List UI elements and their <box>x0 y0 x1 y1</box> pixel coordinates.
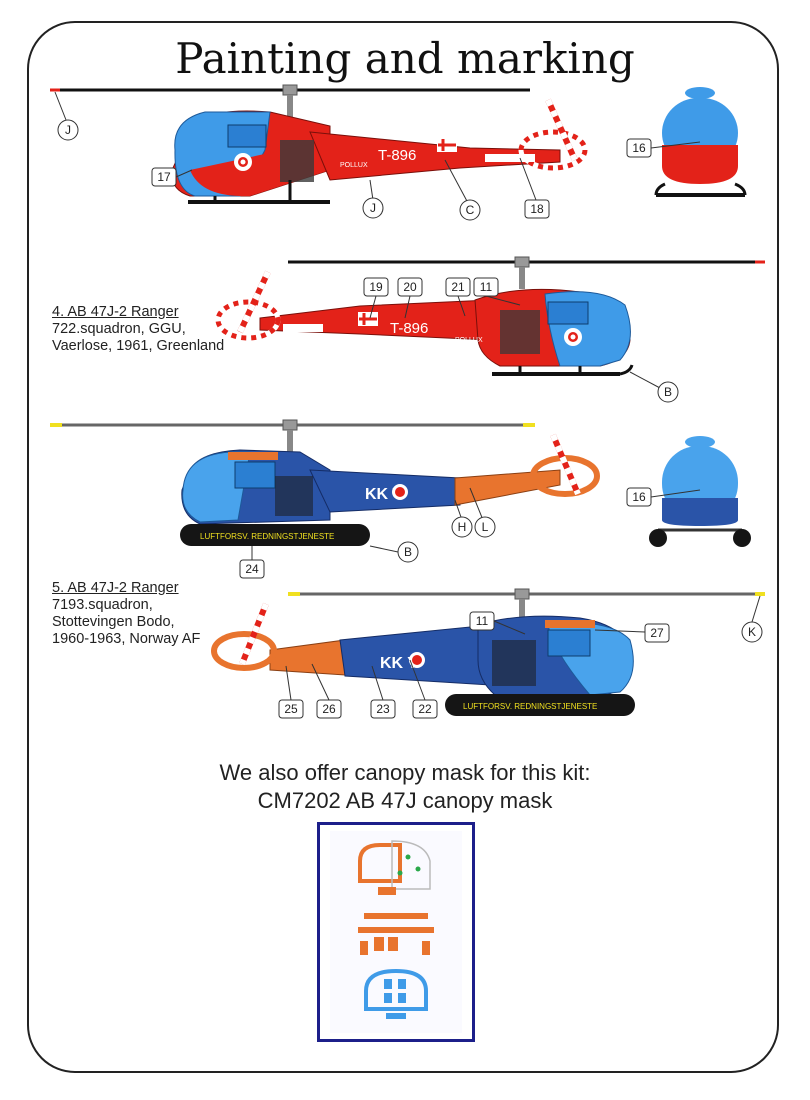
page-title: Painting and marking <box>175 34 635 83</box>
helicopter-3-side-view: KK Y LUFTFORSV. REDNINGSTJENESTE <box>50 419 600 546</box>
svg-text:20: 20 <box>403 280 417 294</box>
svg-text:16: 16 <box>632 141 646 155</box>
callout-26: 26 <box>316 699 342 719</box>
callout-27: 27 <box>644 623 670 643</box>
helicopter-1-front-view <box>654 87 747 197</box>
callouts: J J C B H L B K 17 18 16 19 20 21 11 16 … <box>54 91 763 719</box>
callout-24: 24 <box>239 559 265 579</box>
callout-h: H <box>451 516 473 538</box>
svg-text:J: J <box>65 123 71 137</box>
scheme-5-line-3: 1960-1963, Norway AF <box>52 631 201 647</box>
svg-text:26: 26 <box>322 702 336 716</box>
callout-25: 25 <box>278 699 304 719</box>
scheme-5-line-1: 7193.squadron, <box>52 597 153 613</box>
helicopter-4-serial: KK Y <box>380 655 418 672</box>
helicopter-2-side-view: T-896 POLLUX <box>215 256 765 376</box>
helicopter-1-side-text: POLLUX <box>340 162 368 169</box>
svg-text:16: 16 <box>632 490 646 504</box>
scheme-4-line-2: Vaerlose, 1961, Greenland <box>52 338 225 354</box>
svg-text:23: 23 <box>376 702 390 716</box>
svg-text:18: 18 <box>530 202 544 216</box>
svg-text:21: 21 <box>451 280 465 294</box>
helicopter-3-front-view <box>649 436 751 547</box>
svg-text:27: 27 <box>650 626 664 640</box>
offer-line-1: We also offer canopy mask for this kit: <box>219 760 591 785</box>
helicopter-1-side-view: POLLUX T-896 <box>50 84 588 204</box>
scheme-5-name: 5. AB 47J-2 Ranger <box>52 580 179 596</box>
svg-text:25: 25 <box>284 702 298 716</box>
callout-b-1: B <box>657 381 679 403</box>
callout-c: C <box>459 199 481 221</box>
callout-l: L <box>474 516 496 538</box>
svg-text:19: 19 <box>369 280 383 294</box>
svg-text:J: J <box>370 201 376 215</box>
scheme-5-line-2: Stottevingen Bodo, <box>52 614 175 630</box>
svg-text:11: 11 <box>476 614 489 628</box>
svg-text:B: B <box>664 385 672 399</box>
offer-line-2: CM7202 AB 47J canopy mask <box>257 788 553 813</box>
scheme-5-caption: 5. AB 47J-2 Ranger 7193.squadron, Stotte… <box>52 580 200 648</box>
svg-text:C: C <box>466 203 475 217</box>
svg-text:24: 24 <box>245 562 259 576</box>
helicopter-4-float-text: LUFTFORSV. REDNINGSTJENESTE <box>463 702 597 711</box>
callout-17: 17 <box>151 167 177 187</box>
callout-23: 23 <box>370 699 396 719</box>
callout-16-a: 16 <box>626 138 652 158</box>
helicopter-1-serial: T-896 <box>378 147 416 164</box>
callout-k: K <box>741 621 763 643</box>
canopy-mask-drawing <box>358 840 434 1019</box>
callout-j-body: J <box>362 197 384 219</box>
helicopter-2-side-text: POLLUX <box>455 337 483 344</box>
helicopter-3-float-text: LUFTFORSV. REDNINGSTJENESTE <box>200 532 334 541</box>
scheme-4-line-1: 722.squadron, GGU, <box>52 321 186 337</box>
scheme-4-name: 4. AB 47J-2 Ranger <box>52 304 179 320</box>
canopy-mask-sheet <box>330 831 462 1033</box>
callout-b-2: B <box>397 541 419 563</box>
svg-text:22: 22 <box>418 702 432 716</box>
svg-text:L: L <box>482 520 489 534</box>
canopy-mask-thumbnail <box>317 822 475 1042</box>
svg-text:17: 17 <box>157 170 171 184</box>
callout-18: 18 <box>524 199 550 219</box>
callout-j-rotor: J <box>57 119 79 141</box>
callout-22: 22 <box>412 699 438 719</box>
svg-text:H: H <box>458 520 467 534</box>
svg-text:B: B <box>404 545 412 559</box>
callout-11-a: 11 <box>473 277 499 297</box>
callout-19: 19 <box>363 277 389 297</box>
scheme-4-caption: 4. AB 47J-2 Ranger 722.squadron, GGU, Va… <box>52 304 224 355</box>
helicopter-2-serial: T-896 <box>390 320 428 337</box>
svg-text:K: K <box>748 625 756 639</box>
callout-20: 20 <box>397 277 423 297</box>
svg-text:11: 11 <box>480 280 493 294</box>
callout-21: 21 <box>445 277 471 297</box>
callout-16-b: 16 <box>626 487 652 507</box>
helicopter-4-side-view: KK Y LUFTFORSV. REDNINGSTJENESTE <box>211 588 765 716</box>
callout-11-b: 11 <box>469 611 495 631</box>
